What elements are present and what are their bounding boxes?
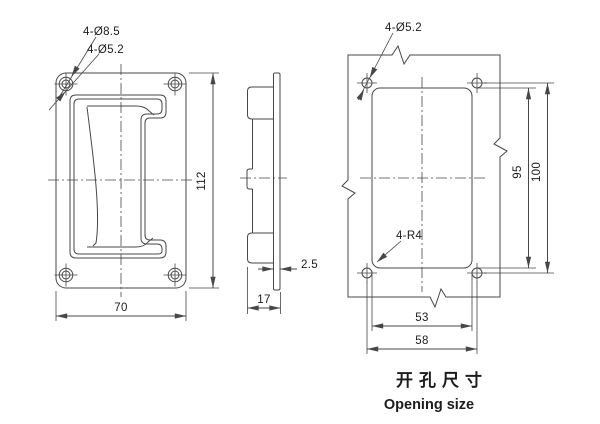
callout-through-label: 4-Ø5.2	[87, 44, 124, 56]
dim-flange-label: 2.5	[301, 259, 318, 271]
dimension-cutout-height-95: 95	[476, 87, 536, 269]
body-bottom-section	[247, 232, 274, 264]
callout-counterbore-label: 4-Ø8.5	[83, 26, 120, 38]
callout-corner-radius-label: 4-R4	[396, 230, 422, 242]
leader-arrow	[356, 89, 364, 101]
leader-line	[357, 32, 394, 101]
cup-top-edge	[87, 105, 155, 116]
dim-height-label: 112	[196, 171, 208, 190]
dimension-flange-2_5: 2.5	[258, 259, 318, 272]
view-title-chinese: 开孔尺寸	[396, 370, 488, 390]
dim-depth-label: 17	[257, 294, 270, 306]
mounting-hole	[54, 72, 78, 96]
dimension-hole-spacing-h-58: 58	[366, 282, 478, 354]
recess-outline	[69, 94, 167, 259]
callout-opening-holes: 4-Ø5.2	[356, 22, 422, 101]
dimension-depth-17: 17	[247, 267, 281, 314]
opening-hole	[357, 263, 377, 283]
callout-through-holes: 4-Ø5.2	[48, 44, 124, 111]
panel-outline-with-breaks	[341, 44, 508, 309]
dimension-hole-spacing-v-100: 100	[484, 82, 554, 274]
dim-cutout-width-label: 53	[415, 312, 428, 324]
callout-counterbore-holes: 4-Ø8.5	[57, 26, 120, 100]
body-top-section	[247, 86, 274, 120]
mounting-hole	[163, 72, 187, 96]
dimension-height-112: 112	[189, 72, 219, 289]
front-view: 4-Ø8.5 4-Ø5.2 112 70	[48, 26, 219, 321]
mounting-hole	[54, 263, 78, 287]
dim-width-label: 70	[114, 302, 127, 314]
cup-curved-face	[86, 106, 99, 247]
dim-hole-spacing-v-label: 100	[531, 162, 543, 182]
leader-arrow	[71, 65, 80, 77]
leader-line	[48, 53, 100, 111]
view-title-english: Opening size	[384, 397, 474, 413]
dim-hole-spacing-h-label: 58	[415, 335, 428, 347]
callout-corner-radius: 4-R4	[376, 230, 422, 263]
dimension-width-70: 70	[55, 291, 187, 321]
cup-bottom-edge	[87, 237, 154, 248]
leader-arrow	[377, 252, 388, 262]
flange-profile	[273, 72, 281, 291]
leader-arrow	[56, 91, 66, 102]
dim-cutout-height-label: 95	[512, 165, 524, 178]
mounting-hole	[163, 263, 187, 287]
side-view: 2.5 17	[240, 72, 318, 314]
opening-size-view: 4-Ø5.2 4-R4 95 100 53 58	[341, 22, 554, 413]
dimension-cutout-width-53: 53	[371, 271, 473, 331]
callout-opening-holes-label: 4-Ø5.2	[385, 22, 422, 34]
latch-bump	[246, 168, 253, 190]
recess-inner-line	[73, 98, 163, 255]
leader-arrow	[369, 66, 378, 78]
